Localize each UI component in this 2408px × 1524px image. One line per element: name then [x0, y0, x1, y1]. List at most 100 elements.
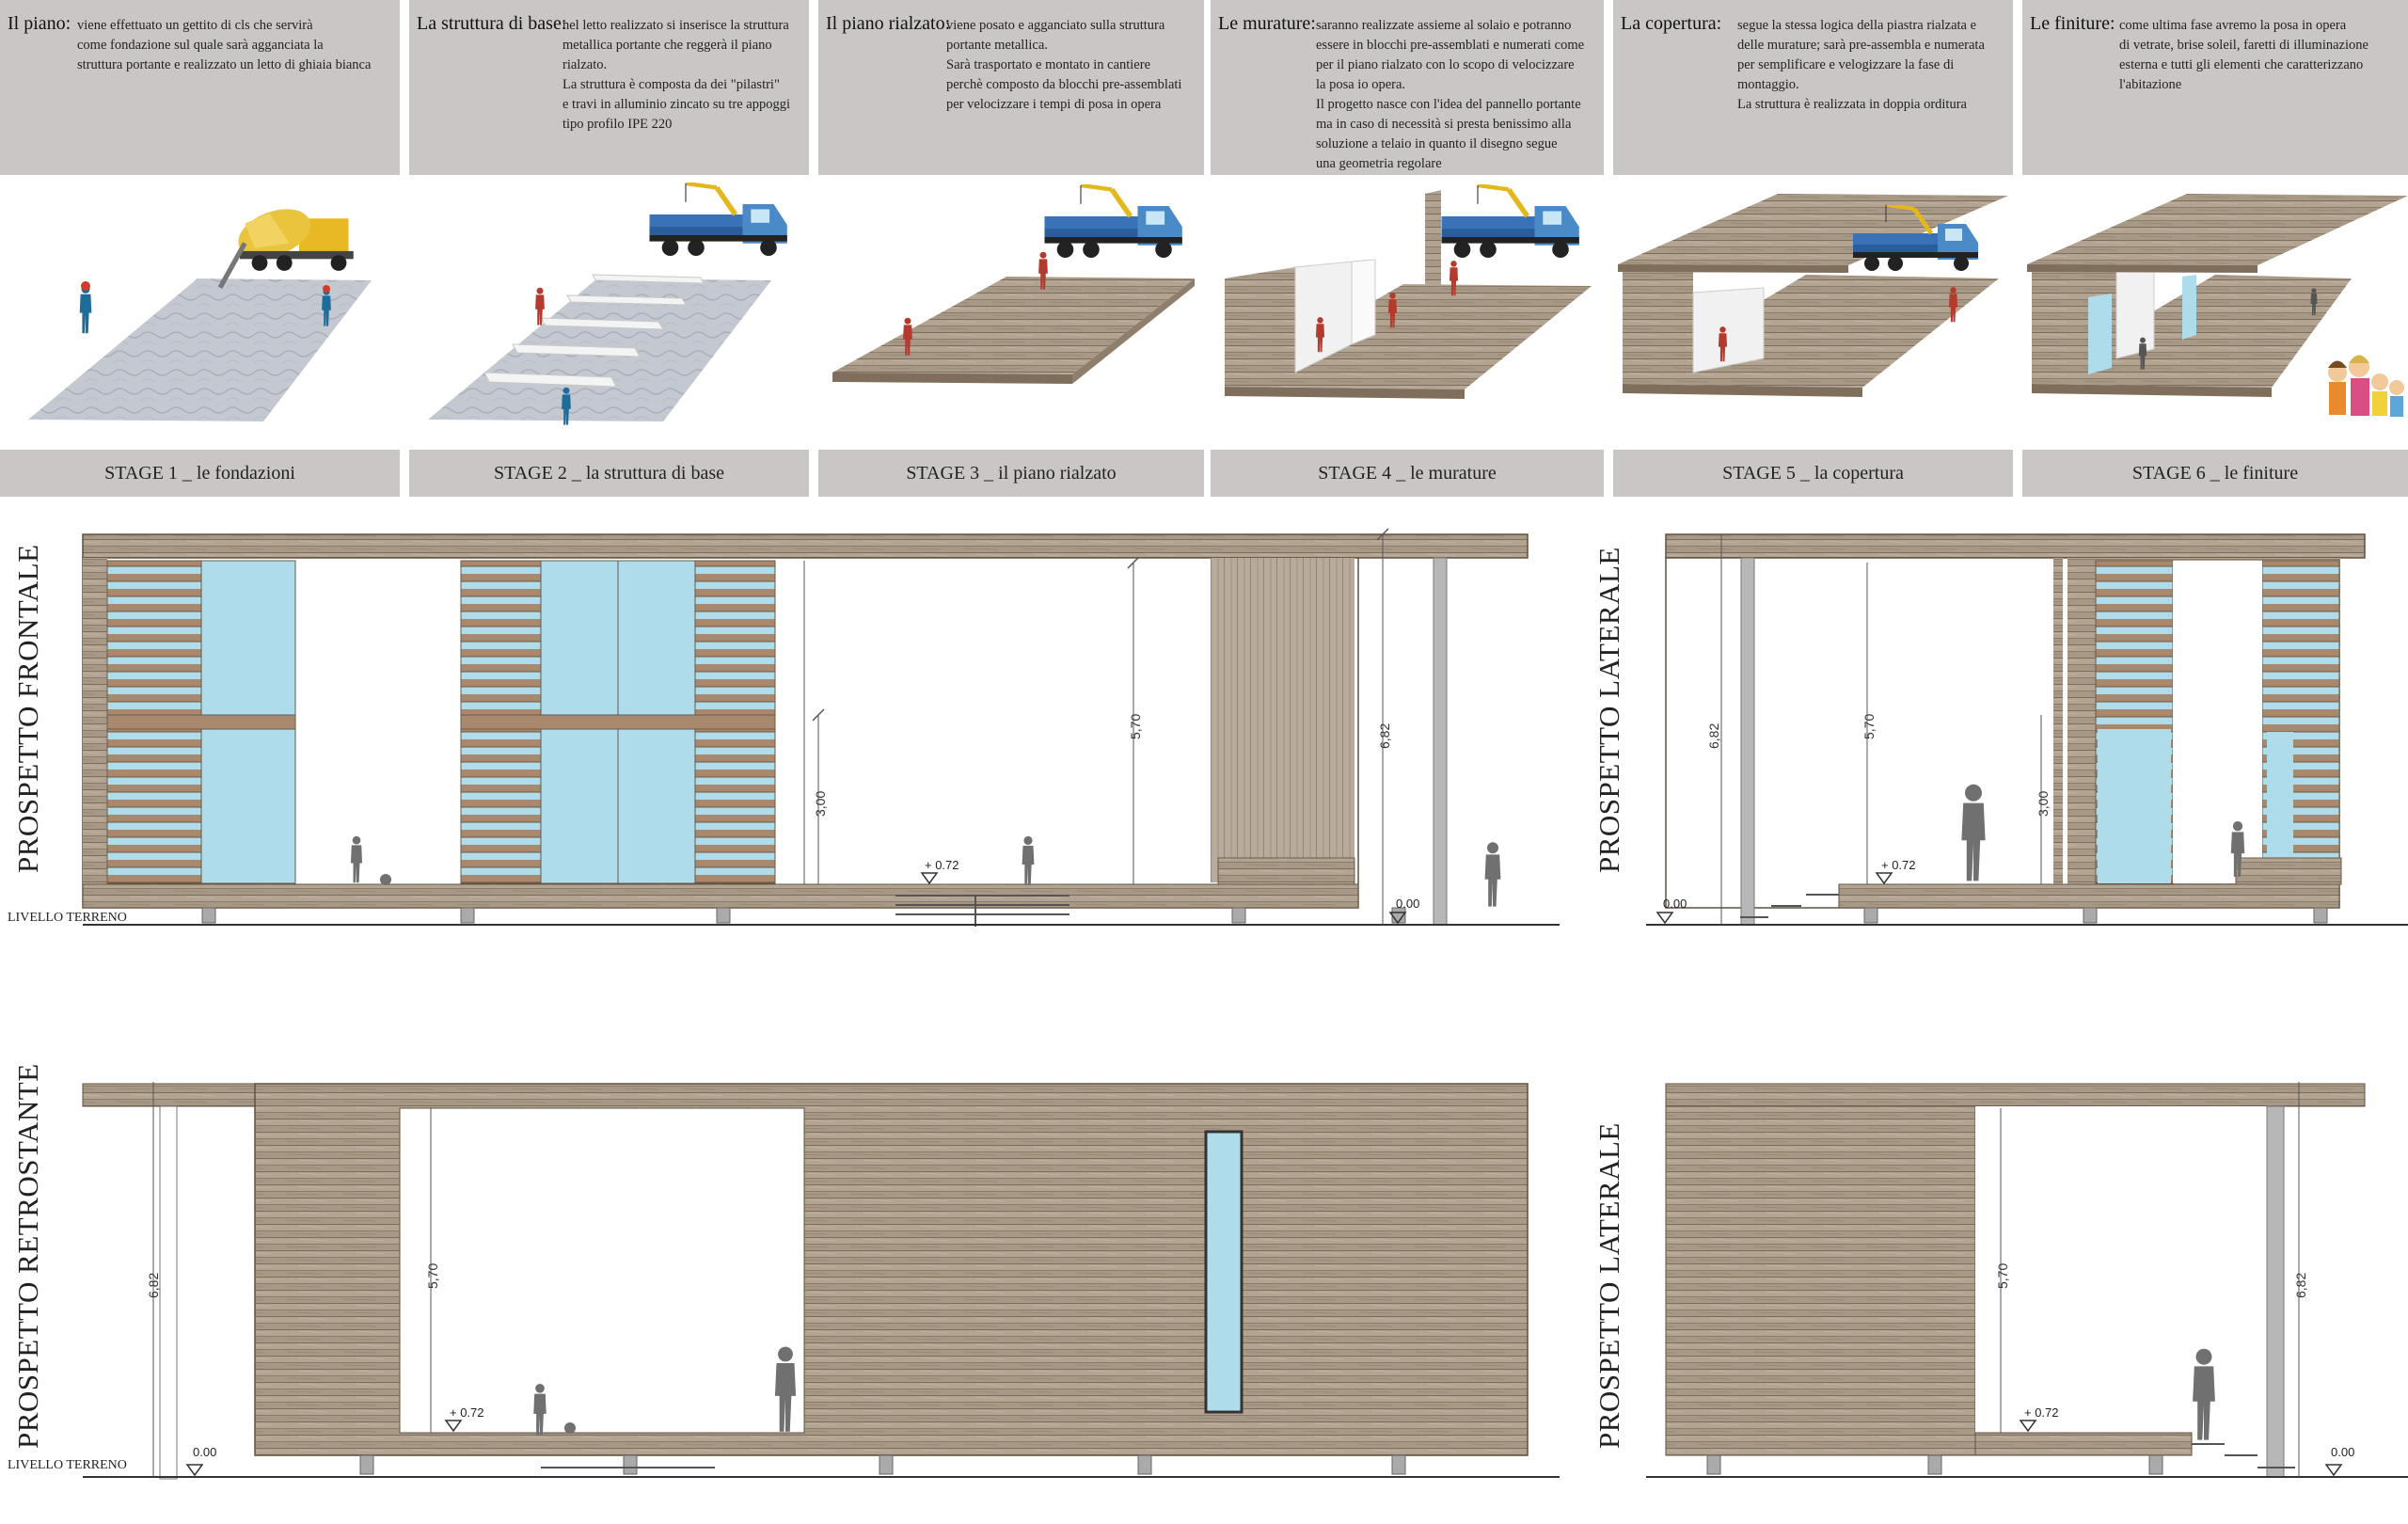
- stage-description-box: La copertura: segue la stessa logica del…: [1613, 0, 2013, 175]
- floor-slab: [82, 883, 1359, 909]
- dimension-label: 5,70: [1995, 1262, 2010, 1289]
- steel-beams: [483, 274, 705, 388]
- canopy-overhang: [82, 1083, 256, 1107]
- dimension-label: 5,70: [1128, 713, 1143, 739]
- stage-text-line: struttura portante e realizzato un letto…: [77, 57, 372, 72]
- floor-slab: [1838, 883, 2340, 909]
- crane-truck-icon: [650, 183, 787, 256]
- floor-level-label: + 0.72: [450, 1405, 484, 1420]
- stage-text-line: viene effettuato un gettito di cls che s…: [77, 18, 313, 33]
- crane-truck-icon: [1442, 185, 1579, 258]
- stage-5-illustration: [1618, 194, 2008, 397]
- dimension-label: 6,82: [1706, 722, 1721, 749]
- stage-4-illustration: [1225, 175, 1592, 399]
- back-elevation: [82, 1082, 1560, 1480]
- stage-panel-2: La struttura di base: nel letto realizza…: [409, 0, 809, 499]
- stage-text-line: metallica portante che reggerà il piano: [562, 38, 772, 53]
- stage-title: Il piano rialzato:: [826, 13, 951, 34]
- stage-label: STAGE 6 _ le finiture: [2022, 450, 2408, 497]
- stage-label: STAGE 4 _ le murature: [1211, 450, 1604, 497]
- stage-3-illustration: [832, 175, 1195, 384]
- wall-cladding: [1211, 558, 1354, 882]
- glass-window: [2088, 294, 2112, 374]
- stage-panel-1: Il piano: viene effettuato un gettito di…: [0, 0, 400, 499]
- floor-level-label: + 0.72: [2024, 1405, 2059, 1420]
- stage-label: STAGE 5 _ la copertura: [1613, 450, 2013, 497]
- stage-text-line: essere in blocchi pre-assemblati e numer…: [1316, 38, 1585, 53]
- level-marker-icon: [920, 872, 939, 885]
- stage-text: segue la stessa logica della piastra ria…: [1737, 16, 2007, 115]
- stage-text-line: per il piano rialzato con lo scopo di ve…: [1316, 57, 1575, 72]
- steel-column: [2266, 1105, 2285, 1478]
- stage-text-line: segue la stessa logica della piastra ria…: [1737, 18, 1977, 33]
- wall-cladding: [1665, 1105, 1976, 1456]
- level-marker-icon: [1388, 912, 1407, 925]
- floor-level-label: + 0.72: [925, 858, 959, 872]
- level-marker-icon: [2019, 1420, 2037, 1433]
- stage-text-line: come ultima fase avremo la posa in opera: [2119, 18, 2347, 33]
- stage-description-box: Le finiture: come ultima fase avremo la …: [2022, 0, 2408, 175]
- raised-floor: [1225, 284, 1592, 389]
- stage-label: STAGE 3 _ il piano rialzato: [818, 450, 1204, 497]
- stage-text-line: La struttura è realizzata in doppia ordi…: [1737, 97, 1967, 112]
- stage-text-line: perchè composto da blocchi pre-assemblat…: [946, 77, 1182, 92]
- stage-text-line: l'abitazione: [2119, 77, 2182, 92]
- stage-panel-3: Il piano rialzato: viene posato e agganc…: [818, 0, 1204, 499]
- wall-panel: [1225, 267, 1295, 387]
- dimension-label: 6,82: [146, 1272, 161, 1298]
- level-marker-icon: [185, 1464, 204, 1477]
- ground-level-label: LIVELLO TERRENO: [8, 1458, 127, 1472]
- stage-text-line: per velocizzare i tempi di posa in opera: [946, 97, 1162, 112]
- stage-text-line: La struttura è composta da dei "pilastri…: [562, 77, 780, 92]
- vertical-window: [1204, 1130, 1244, 1414]
- stage-text-line: per semplificare e velogizzare la fase d…: [1737, 57, 1955, 72]
- stage-text-line: una geometria regolare: [1316, 156, 1442, 171]
- stage-text-line: Il progetto nasce con l'idea del pannell…: [1316, 97, 1581, 112]
- stage-description-box: La struttura di base: nel letto realizza…: [409, 0, 809, 175]
- stage-description-box: Le murature: saranno realizzate assieme …: [1211, 0, 1604, 175]
- elevation-drawings: [82, 528, 2408, 1480]
- roof-slab: [2027, 194, 2408, 265]
- stage-text-line: la posa io opera.: [1316, 77, 1406, 92]
- stage-text: saranno realizzate assieme al solaio e p…: [1316, 16, 1598, 174]
- stage-label: STAGE 2 _ la struttura di base: [409, 450, 809, 497]
- dimension-label: 5,70: [1861, 713, 1877, 739]
- front-elevation-title: PROSPETTO FRONTALE: [11, 544, 44, 873]
- roof-slab: [1618, 194, 2008, 265]
- child-playing-icon: [350, 835, 391, 885]
- steel-column: [1740, 557, 1755, 926]
- stage-text-line: rialzato.: [562, 57, 608, 72]
- stage-1-illustration: [28, 209, 372, 421]
- dimension-label: 6,82: [2293, 1272, 2308, 1298]
- stage-panel-6: Le finiture: come ultima fase avremo la …: [2022, 0, 2408, 499]
- side-elevation-left-title: PROSPETTO LATERALE: [1592, 1122, 1625, 1449]
- concrete-mixer-truck-icon: [217, 209, 354, 290]
- ground-level-value: 0.00: [2331, 1445, 2355, 1459]
- stage-text-line: ma in caso di necessità si presta beniss…: [1316, 117, 1572, 132]
- ground-level-value: 0.00: [1396, 897, 1420, 911]
- stage-text-line: montaggio.: [1737, 77, 1799, 92]
- gravel-bed: [28, 278, 372, 421]
- level-marker-icon: [2324, 1464, 2343, 1477]
- stage-title: Le murature:: [1218, 13, 1316, 34]
- raised-floor: [832, 277, 1195, 374]
- stage-text-line: soluzione a telaio in quanto il disegno …: [1316, 136, 1558, 151]
- stage-text: come ultima fase avremo la posa in opera…: [2119, 16, 2402, 95]
- dimension-label: 5,70: [425, 1262, 440, 1289]
- stage-text-line: nel letto realizzato si inserisce la str…: [562, 18, 789, 33]
- stage-description-box: Il piano: viene effettuato un gettito di…: [0, 0, 400, 175]
- dimension-label: 3,00: [2036, 790, 2051, 817]
- dimension-label: 6,82: [1377, 722, 1392, 749]
- person-silhouette-icon: [1484, 842, 1501, 907]
- level-marker-icon: [1656, 912, 1674, 925]
- stage-text-line: Sarà trasportato e montato in cantiere: [946, 57, 1151, 72]
- stage-text-line: esterna e tutti gli elementi che caratte…: [2119, 57, 2364, 72]
- stage-description-box: Il piano rialzato: viene posato e agganc…: [818, 0, 1204, 175]
- ground-level-value: 0.00: [1663, 897, 1687, 911]
- level-marker-icon: [1875, 872, 1893, 885]
- side-elevation-right: [1646, 533, 2408, 926]
- stage-text: viene posato e agganciato sulla struttur…: [946, 16, 1198, 115]
- back-elevation-title: PROSPETTO RETROSTANTE: [11, 1063, 44, 1449]
- roof-slab: [1665, 1083, 2366, 1107]
- stage-text-line: saranno realizzate assieme al solaio e p…: [1316, 18, 1572, 33]
